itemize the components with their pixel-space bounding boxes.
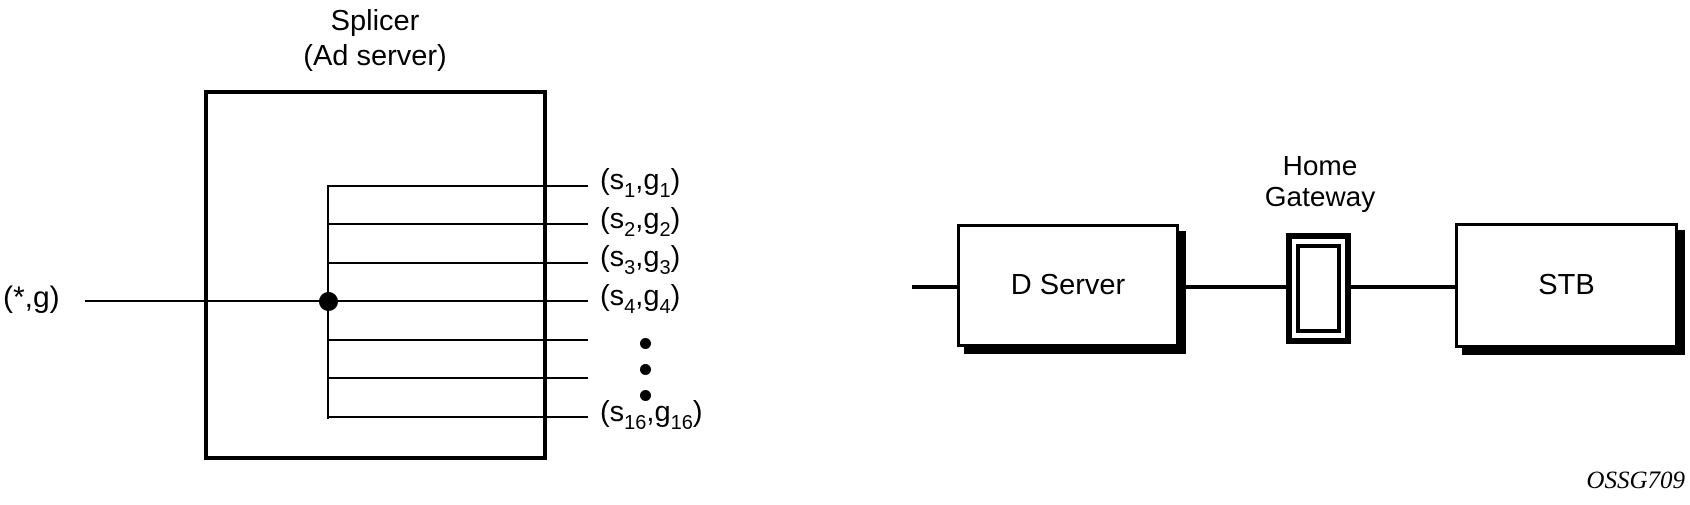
home-gateway-inner-rect: [1296, 244, 1341, 333]
figure-id: OSSG709: [1586, 467, 1685, 494]
branch-line-3: [328, 262, 588, 264]
link-line-dserver-gateway: [1179, 285, 1288, 289]
stb-box: STB: [1455, 223, 1678, 348]
stb-label: STB: [1538, 269, 1595, 301]
link-line-in: [912, 285, 957, 289]
ellipsis-dot-2: [640, 364, 651, 375]
splicer-title: Splicer (Ad server): [225, 4, 525, 74]
output-label-s16g16: (s16,g16): [600, 396, 703, 434]
branch-line-7: [328, 416, 588, 418]
home-gateway-label: Home Gateway: [1230, 150, 1410, 212]
branch-line-5: [328, 339, 588, 341]
d-server-label: D Server: [1010, 269, 1126, 301]
ellipsis-dot-3: [640, 390, 651, 401]
branch-line-1: [328, 185, 588, 187]
output-label-s1g1: (s1,g1): [600, 164, 681, 202]
output-label-s3g3: (s3,g3): [600, 241, 681, 279]
junction-dot: [319, 292, 338, 311]
splicer-box: [204, 90, 547, 460]
d-server-box: D Server: [957, 224, 1179, 347]
splicer-title-line1: Splicer: [330, 5, 420, 37]
link-line-gateway-stb: [1351, 285, 1455, 289]
branch-line-6: [328, 377, 588, 379]
input-label: (*,g): [3, 281, 60, 314]
ellipsis-dot-1: [640, 338, 651, 349]
home-gateway-label-line2: Gateway: [1264, 181, 1376, 212]
splicer-title-line2: (Ad server): [303, 40, 447, 72]
output-label-s4g4: (s4,g4): [600, 280, 681, 318]
branch-line-2: [328, 223, 588, 225]
home-gateway-device: [1286, 233, 1351, 344]
home-gateway-label-line1: Home: [1282, 150, 1358, 181]
output-label-s2g2: (s2,g2): [600, 203, 681, 241]
